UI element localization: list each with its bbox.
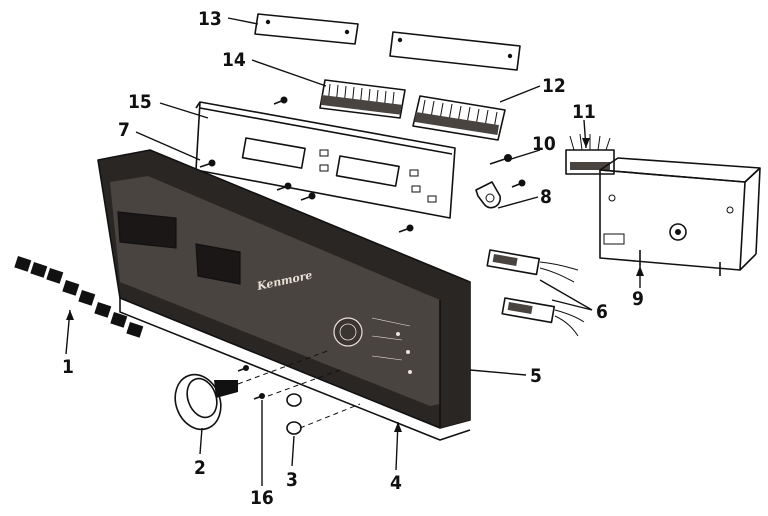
part-8-clip — [475, 181, 501, 209]
callout-11: 11 — [572, 101, 596, 123]
part-12-switch-block — [412, 95, 506, 141]
screws — [199, 96, 526, 400]
callout-2: 2 — [194, 457, 206, 479]
part-5-control-panel: Kenmore — [97, 149, 471, 441]
part-2-knob — [174, 373, 238, 431]
part-6-switches — [486, 249, 585, 337]
callout-8: 8 — [540, 186, 552, 208]
callout-6: 6 — [596, 301, 608, 323]
callout-3: 3 — [286, 469, 298, 491]
callout-15: 15 — [128, 91, 152, 113]
callout-12: 12 — [542, 75, 566, 97]
part-1-button-strip — [14, 256, 144, 338]
callout-13: 13 — [198, 8, 222, 30]
part-15-mounting-bracket — [195, 101, 456, 219]
leader-lines — [65, 17, 644, 486]
callout-9: 9 — [632, 288, 644, 310]
callout-16: 16 — [250, 487, 274, 509]
callout-5: 5 — [530, 365, 542, 387]
callout-10: 10 — [532, 133, 556, 155]
callout-14: 14 — [222, 49, 246, 71]
callout-1: 1 — [62, 356, 74, 378]
part-3-caps — [286, 393, 302, 435]
part-11-connector — [565, 133, 615, 175]
part-9-timer — [599, 157, 761, 276]
callout-7: 7 — [118, 119, 130, 141]
part-13-plates — [254, 13, 521, 71]
part-14-switch-block — [319, 79, 406, 119]
callout-labels: 13 14 12 15 11 7 10 8 9 6 1 5 2 3 4 16 — [62, 8, 644, 509]
assembly-lines — [237, 349, 361, 429]
callout-4: 4 — [390, 472, 402, 494]
